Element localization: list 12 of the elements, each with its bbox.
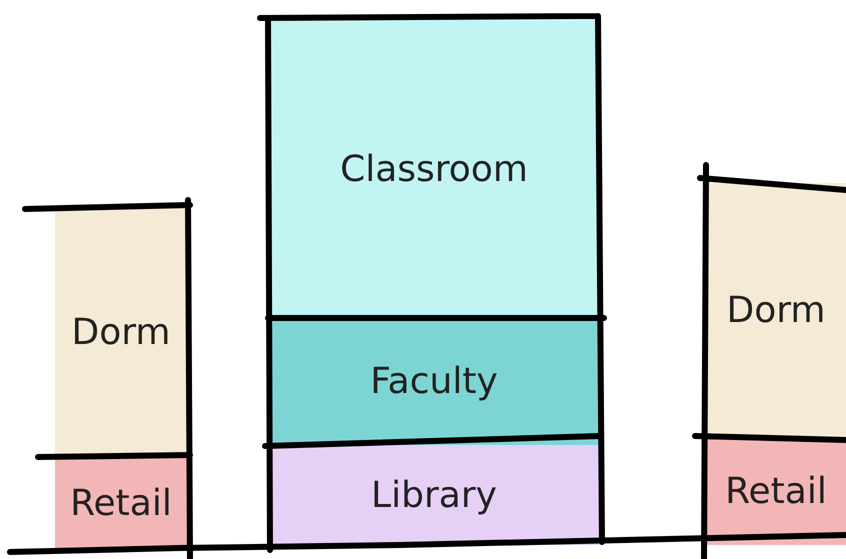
- section-label: Retail: [70, 483, 172, 524]
- section-label: Dorm: [72, 312, 170, 352]
- section-label: Retail: [725, 471, 827, 512]
- building-section: [268, 20, 600, 318]
- section-label: Library: [371, 474, 497, 516]
- building-section: [706, 183, 846, 438]
- building-section: [706, 438, 846, 545]
- building-section: [55, 457, 187, 550]
- section-label: Classroom: [340, 148, 528, 190]
- section-label: Faculty: [370, 361, 498, 402]
- building-section: [55, 207, 187, 457]
- section-label: Dorm: [726, 290, 826, 331]
